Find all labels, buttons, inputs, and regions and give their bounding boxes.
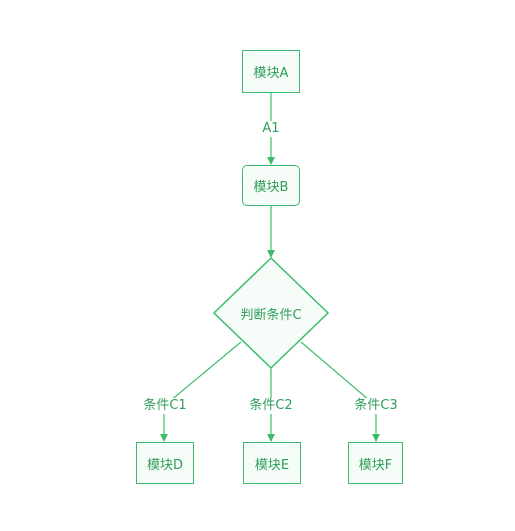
- edge-label-c2: 条件C2: [247, 398, 295, 414]
- decision-diamond[interactable]: [212, 256, 330, 370]
- node-module-f-label: 模块F: [358, 457, 393, 473]
- edge-label-a1: A1: [260, 121, 282, 137]
- node-module-d[interactable]: 模块D: [136, 442, 194, 484]
- node-module-b[interactable]: 模块B: [242, 165, 300, 206]
- node-module-f[interactable]: 模块F: [348, 442, 403, 484]
- edge-label-c3: 条件C3: [352, 398, 400, 414]
- edge-label-c1: 条件C1: [141, 398, 189, 414]
- node-module-d-label: 模块D: [146, 457, 183, 473]
- node-module-a[interactable]: 模块A: [242, 50, 300, 93]
- edge-decision-to-f: [300, 341, 380, 442]
- node-module-e-label: 模块E: [254, 457, 290, 473]
- edge-decision-to-d: [160, 341, 242, 442]
- node-module-b-label: 模块B: [253, 180, 289, 195]
- node-module-a-label: 模块A: [253, 66, 289, 81]
- node-module-e[interactable]: 模块E: [243, 442, 301, 484]
